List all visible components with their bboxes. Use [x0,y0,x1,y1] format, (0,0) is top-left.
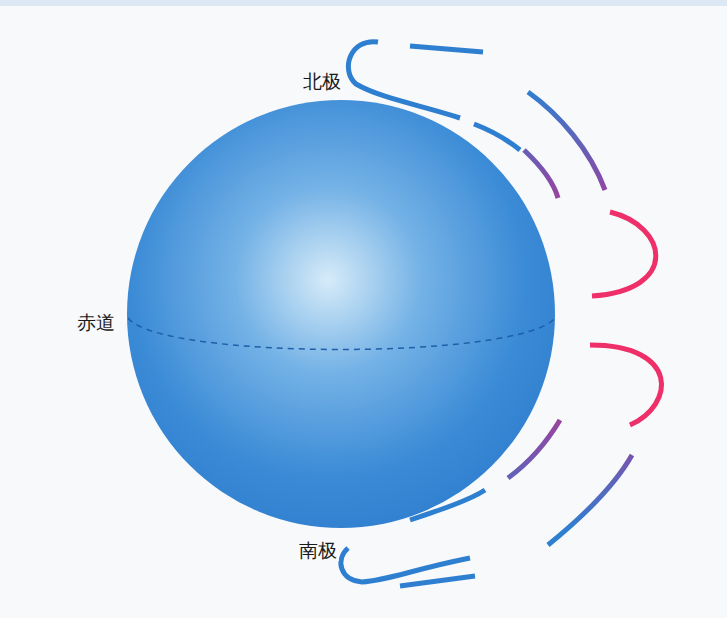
circulation-curve [348,42,460,118]
pole-label: 北极 [301,70,343,93]
top-strip [0,0,727,6]
circulation-curve [528,92,605,190]
circulation-curve [410,46,483,52]
circulation-curve [592,212,656,296]
circulation-curve [590,345,661,425]
circulation-curve [508,420,560,478]
circulation-curve [400,576,475,586]
south-circulation [341,345,662,586]
pole-label: 南极 [297,539,339,562]
circulation-curve [524,150,558,198]
earth-sphere [127,100,555,528]
north-circulation [348,42,655,296]
equator-line [128,318,555,350]
circulation-curve [474,124,520,150]
pole-label: 赤道 [75,311,117,334]
circulation-curve [548,455,632,545]
circulation-curve [410,490,485,520]
